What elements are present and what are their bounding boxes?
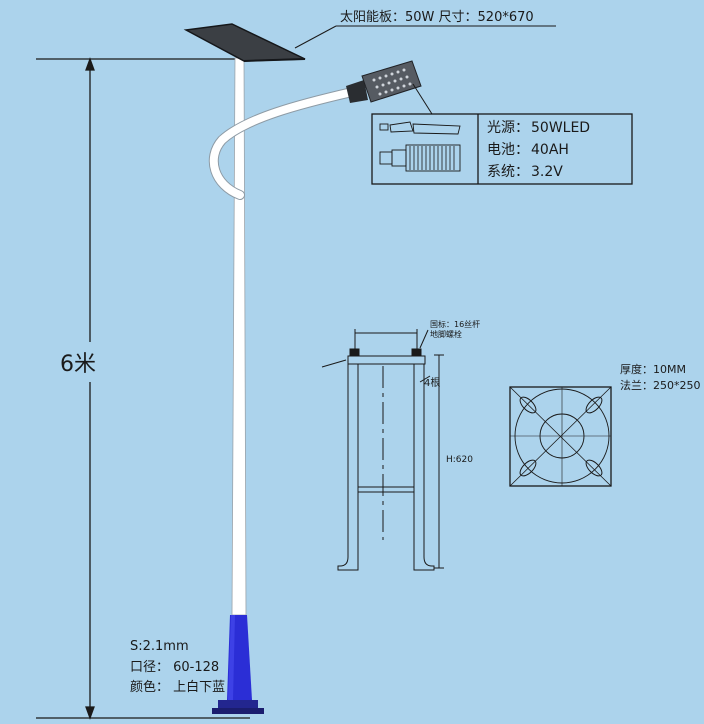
pole-spec-color: 颜色： 上白下蓝 <box>130 679 225 695</box>
lamp-spec-box: 光源： 50WLED 电池： 40AH 系统： 3.2V <box>371 113 633 185</box>
lamp-bottom-fins <box>409 146 455 170</box>
lamp-head-mount <box>346 80 368 103</box>
lamp-head-leds <box>372 68 412 96</box>
lamp-head-body <box>361 60 422 103</box>
bolt-count-label: 4根 <box>424 376 440 389</box>
spec-battery-key: 电池： <box>487 142 529 158</box>
bolt-label-leader <box>419 329 429 349</box>
solar-panel-edge <box>243 58 306 62</box>
height-label: 6米 <box>60 352 96 377</box>
lamp-spec-frame <box>371 113 633 185</box>
height-arrowhead-top <box>85 57 95 71</box>
flange-slot-tr <box>585 396 603 414</box>
flange-plate <box>509 386 612 487</box>
bolt-left-rod <box>337 364 359 571</box>
lamp-bottom-neck <box>391 149 407 167</box>
lamp-head <box>346 60 422 103</box>
bolt-right-rod <box>413 364 435 571</box>
bolt-nut-right <box>411 348 422 357</box>
flange-thickness-label: 厚度：10MM <box>620 362 686 376</box>
spec-battery-value: 40AH <box>531 142 569 158</box>
lamp-drawing <box>379 121 461 172</box>
lamp-bottom-body <box>405 144 461 172</box>
bolt-nut-left <box>349 348 360 357</box>
pole-base-plate <box>212 708 264 714</box>
pole-spec-diameter: 口径： 60-128 <box>130 660 219 675</box>
flange-drawing <box>509 386 612 487</box>
lamp-spec-leader <box>412 83 433 115</box>
flange-slot-br <box>585 459 603 477</box>
lamp-side-body <box>412 123 461 135</box>
flange-slot-bl <box>519 459 537 477</box>
flange-slot-tl <box>519 396 537 414</box>
bolt-height-label: H:620 <box>446 455 473 465</box>
bolt-count-leader <box>419 375 431 383</box>
spec-system-value: 3.2V <box>531 164 563 180</box>
solar-panel-label: 太阳能板：50W 尺寸：520*670 <box>340 10 534 25</box>
pole-lower-highlight <box>228 615 235 700</box>
solar-panel-surface <box>183 23 306 62</box>
arm-curve <box>209 88 356 199</box>
bolt-plate-leader <box>321 359 347 368</box>
bolt-label-line1: 国标：16丝杆 <box>430 319 480 329</box>
bolt-label-line2: 地脚螺栓 <box>430 329 462 339</box>
height-arrowhead-bottom <box>85 706 95 720</box>
pole-base <box>218 700 258 709</box>
flange-size-label: 法兰：250*250 <box>620 378 701 392</box>
pole <box>212 57 264 714</box>
lamp-arm <box>208 87 357 200</box>
lamp-bottom-mount <box>379 151 393 165</box>
anchor-bolt-drawing <box>321 329 444 571</box>
spec-light-source-key: 光源： <box>487 120 529 136</box>
pole-spec-thickness: S:2.1mm <box>130 639 189 654</box>
spec-system-key: 系统： <box>487 164 529 180</box>
solar-panel <box>183 23 306 62</box>
lamp-side-mount <box>379 123 389 131</box>
spec-light-source-value: 50WLED <box>531 120 590 136</box>
height-dimension <box>36 57 250 720</box>
bolt-top-plate <box>347 355 426 365</box>
solar-panel-leader <box>294 25 556 49</box>
pole-upper-white <box>231 57 247 616</box>
flange-diagonal-2 <box>509 386 612 487</box>
lamp-side-neck <box>389 121 414 133</box>
